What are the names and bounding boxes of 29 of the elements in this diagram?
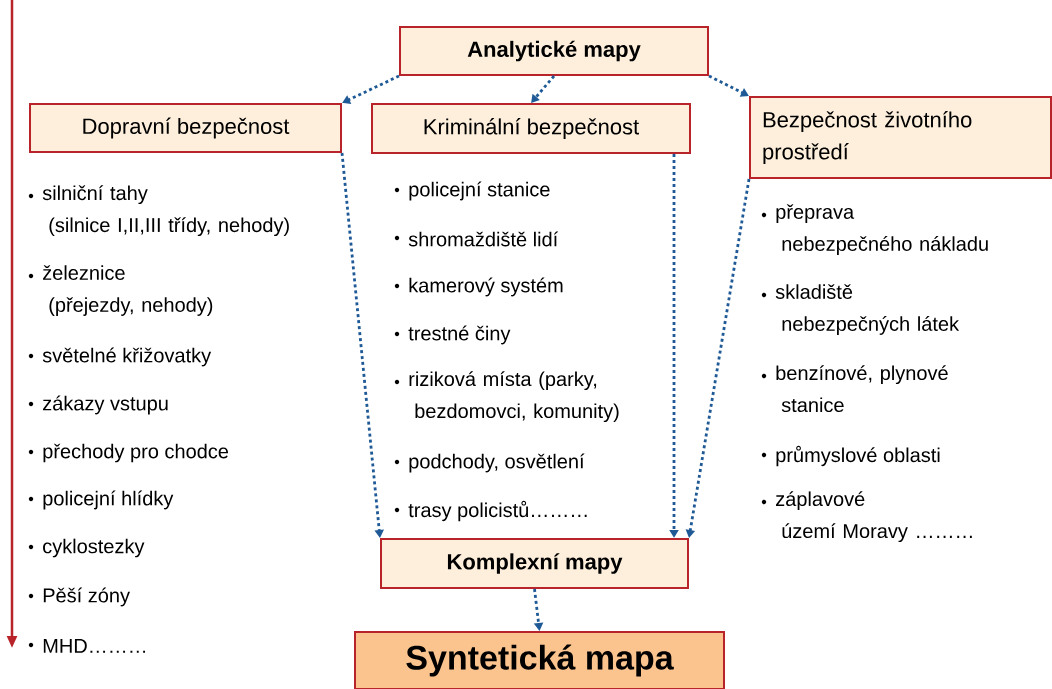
map-box: Syntetická mapa [354,631,725,689]
list-item: policejní hlídky [43,490,174,510]
list-item: železnice (přejezdy, nehody) [43,265,213,316]
list-item: cyklostezky [43,538,145,558]
list-item: policejní stanice [409,181,550,201]
map-box: Bezpečnost životního prostředí [749,96,1052,179]
list-item: kamerový systém [409,277,563,297]
list-item: silniční tahy (silnice I,II,III třídy, nehody) [42,185,289,237]
map-box: Kriminální bezpečnost [371,103,691,154]
list-item: průmyslové oblasti [776,445,940,467]
list-item: benzínové, plynové stanice [776,365,948,413]
list-item: riziková místa (parky, bezdomovci, komunity) [409,371,619,423]
list-item: skladiště nebezpečných látek [775,284,960,335]
list-item: přechody pro chodce [43,443,229,463]
arrow [342,74,400,104]
map-box: Komplexní mapy [380,538,689,589]
list-item: zákazy vstupu [43,395,168,415]
map-box: Dopravní bezpečnost [29,103,342,153]
list-item: shromaždiště lidí [408,231,559,247]
arrow [531,75,556,103]
list-item: podchody, osvětlení [409,453,585,473]
map-box: Analytické mapy [399,26,709,76]
list-item: záplavové území Moravy ……… [776,491,972,543]
list-item: světelné křižovatky [42,347,212,367]
arrow [708,74,749,97]
list-item: přeprava nebezpečného nákladu [776,204,988,255]
list-item: Pěší zóny [43,587,130,607]
list-item: trestné činy [408,325,511,345]
list-item: MHD……… [43,639,146,653]
